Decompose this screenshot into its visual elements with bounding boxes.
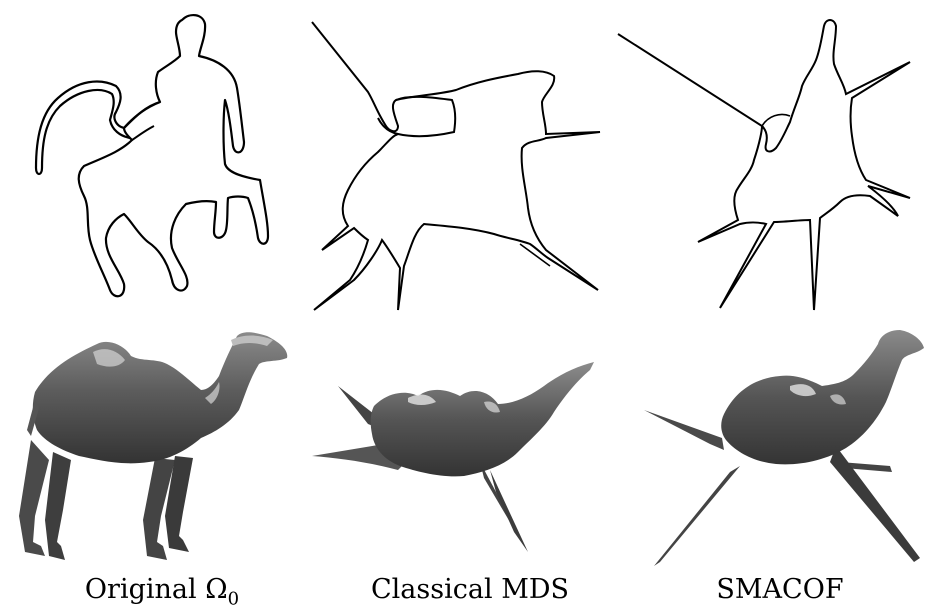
caption-original-subscript: 0 (228, 588, 239, 609)
centaur-smacof-outline (614, 12, 914, 312)
camel-classical-mds-mesh (308, 352, 608, 572)
caption-smacof: SMACOF (690, 574, 870, 605)
camel-original-mesh (5, 320, 300, 570)
centaur-classical-mds-outline (306, 18, 606, 318)
caption-smacof-text: SMACOF (716, 574, 843, 605)
caption-original-text: Original Ω (85, 574, 228, 605)
caption-original: Original Ω0 (62, 574, 262, 609)
caption-classical-mds: Classical MDS (350, 574, 590, 605)
camel-smacof-mesh (640, 326, 930, 572)
centaur-original-outline (20, 8, 280, 298)
caption-classical-mds-text: Classical MDS (371, 574, 569, 605)
